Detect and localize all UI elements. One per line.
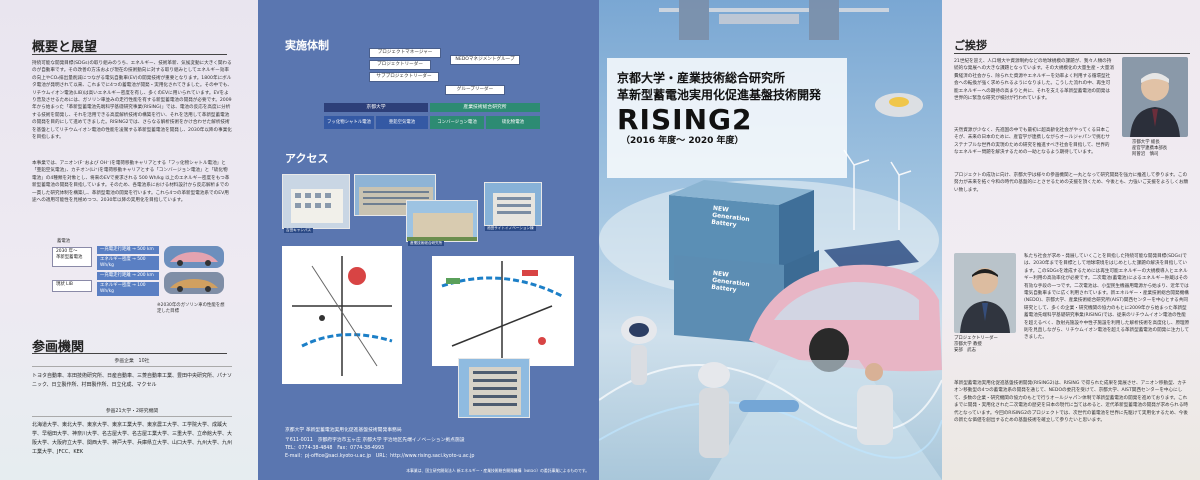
access-map-kyoto [282, 246, 402, 384]
cover-illustration [599, 0, 942, 480]
ev-car-illustration [164, 246, 224, 268]
access-map-uji [432, 256, 574, 366]
current-range-cell: 一充電走行距離 → 200 km [97, 272, 159, 280]
access-heading: アクセス [285, 152, 329, 165]
current-density-cell: エネルギー密度 → 100 Wh/kg [97, 282, 159, 296]
org-nedo-management: NEDOマネジメントグループ [450, 55, 520, 65]
project-leader-caption: プロジェクトリーダー 京都大学 教授 安部 武志 [954, 336, 998, 353]
battery-comparison-figure: 蓄電池 2030 年～ 革新型蓄電池 一充電走行距離 → 500 km エネルギ… [52, 232, 227, 314]
current-battery-box: 現状 LIB [52, 280, 92, 292]
universities-header: 参画21大学・2研究機関 [105, 409, 159, 414]
greeting-paragraph-2: 天然資源が少なく、先進国の中でも最初に超高齢化社会がやってくる日本こそが、未来の… [954, 128, 1110, 156]
uji-campus-photo [458, 358, 530, 418]
office-phone: TEL：0774-38-4848 Fax：0774-38-4993 [285, 446, 385, 451]
companies-header: 参画企業 10社 [114, 359, 150, 364]
future-density-cell: エネルギー密度 → 500 Wh/kg [97, 256, 159, 270]
future-range-cell: 一充電走行距離 → 500 km [97, 246, 159, 254]
cover-title-box [607, 58, 847, 178]
org-group-leader: グループリーダー [445, 85, 505, 95]
participants-heading: 参画機関 [32, 340, 85, 355]
org-project-manager: プロジェクトマネージャー [369, 48, 441, 58]
figure-caption: ※2030年のガソリン車の性能を想定した目標 [157, 303, 225, 314]
caption-aist: 産業技術総合研究所 [408, 241, 445, 246]
overview-heading: 概要と展望 [32, 40, 98, 55]
organization-access-panel: 実施体制 プロジェクトマネージャー プロジェクトリーダー サブプロジェクトリーダ… [258, 0, 599, 480]
overview-paragraph-2: 本事業では、アニオン(F⁻および OH⁻)を電荷移動キャリアとする「フッ化物シャ… [32, 161, 230, 204]
org-kyoto-university: 京都大学 [324, 103, 428, 112]
cover-institutions: 京都大学・産業技術総合研究所 [617, 71, 786, 85]
office-address: 〒611-0011 京都府宇治市五ヶ庄 京都大学 宇治地区先端イノベーション拠点… [285, 438, 465, 443]
battery-label-2: NEW Generation Battery [710, 269, 750, 294]
battery-label-1: NEW Generation Battery [710, 204, 750, 229]
companies-list: トヨタ自動車、本田技術研究所、日産自動車、三菱自動車工業、豊田中央研究所、パナソ… [32, 373, 233, 388]
cover-period: （2016 年度～ 2020 年度） [621, 136, 744, 146]
nedo-note: 本事業は、国立研究開発法人 新エネルギー・産業技術総合開発機構（NEDO）の委託… [406, 468, 589, 473]
aist-kansai-photo [406, 200, 478, 242]
ikeda-site-photo [484, 182, 542, 226]
participants-divider [32, 353, 227, 354]
greeting-paragraph-3: プロジェクトの成功に向け、京都大学は様々の参画機関と一丸となって研究開発を強力に… [954, 173, 1189, 193]
cover-rising-logo: RISING2 [617, 103, 753, 136]
organization-heading: 実施体制 [285, 39, 329, 52]
future-battery-box: 2030 年～ 革新型蓄電池 [52, 247, 92, 267]
greeting-paragraph-1: 21世紀を迎え、人口増大や資源制約などの地球規模の課題が、我々人類の持続的な発展… [954, 59, 1114, 102]
greeting-panel: ご挨拶 21世紀を迎え、人口増大や資源制約などの地球規模の課題が、我々人類の持続… [942, 0, 1200, 480]
current-car-illustration [164, 272, 224, 294]
overview-panel: 概要と展望 持続可能な開発目標(SDGs)の取り組みのうち、エネルギー、技術革新… [0, 0, 258, 480]
universities-separator [32, 416, 232, 417]
yoshida-campus-photo [282, 174, 350, 229]
leader-paragraph-1: 私たち社会が求め・発展していくことを目指した持続可能な開発目標(SDGs)では、… [1024, 254, 1190, 341]
cover-panel: 京都大学・産業技術総合研究所 革新型蓄電池実用化促進基盤技術開発 RISING2… [599, 0, 942, 480]
org-aist: 産業技術総合研究所 [430, 103, 540, 112]
office-contact: E-mail：pj-office@saci.kyoto-u.ac.jp URL：… [285, 454, 475, 459]
caption-yoshida: 吉田キャンパス [284, 228, 314, 233]
org-group-conversion: コンバージョン電池 [430, 116, 484, 129]
figure-label: 蓄電池 [57, 239, 71, 244]
overview-divider [32, 54, 227, 55]
cover-project-name: 革新型蓄電池実用化促進基盤技術開発 [617, 88, 822, 102]
org-project-leader: プロジェクトリーダー [369, 60, 431, 70]
companies-separator [32, 366, 232, 367]
greeting-divider [954, 53, 1190, 54]
org-group-sulfide: 硫化物電池 [486, 116, 540, 129]
president-portrait [1122, 57, 1188, 137]
overview-paragraph-1: 持続可能な開発目標(SDGs)の取り組みのうち、エネルギー、技術革新、気候変動に… [32, 61, 232, 141]
president-caption: 京都大学 総長 産官学連携本部長 阿曽沼 慎司 [1132, 140, 1168, 157]
caption-ikeda: 池田サイトイノベーション棟 [485, 226, 536, 231]
org-group-zinc-air: 亜鉛空気電池 [376, 116, 428, 129]
project-leader-portrait [954, 253, 1016, 333]
office-name: 京都大学 革新型蓄電池実用化促進基盤技術開発事務局 [285, 428, 402, 433]
leader-paragraph-2: 革新型蓄電池実用化促進基盤技術開発(RISING2)は、RISING で得られた… [954, 381, 1189, 424]
org-group-fluoride: フッ化物シャトル電池 [324, 116, 374, 129]
universities-list: 北海道大学、東北大学、東京大学、東京工業大学、東京農工大学、工学院大学、成蹊大学… [32, 422, 233, 455]
org-sub-project-leader: サブプロジェクトリーダー [369, 72, 439, 82]
greeting-heading: ご挨拶 [954, 39, 987, 52]
